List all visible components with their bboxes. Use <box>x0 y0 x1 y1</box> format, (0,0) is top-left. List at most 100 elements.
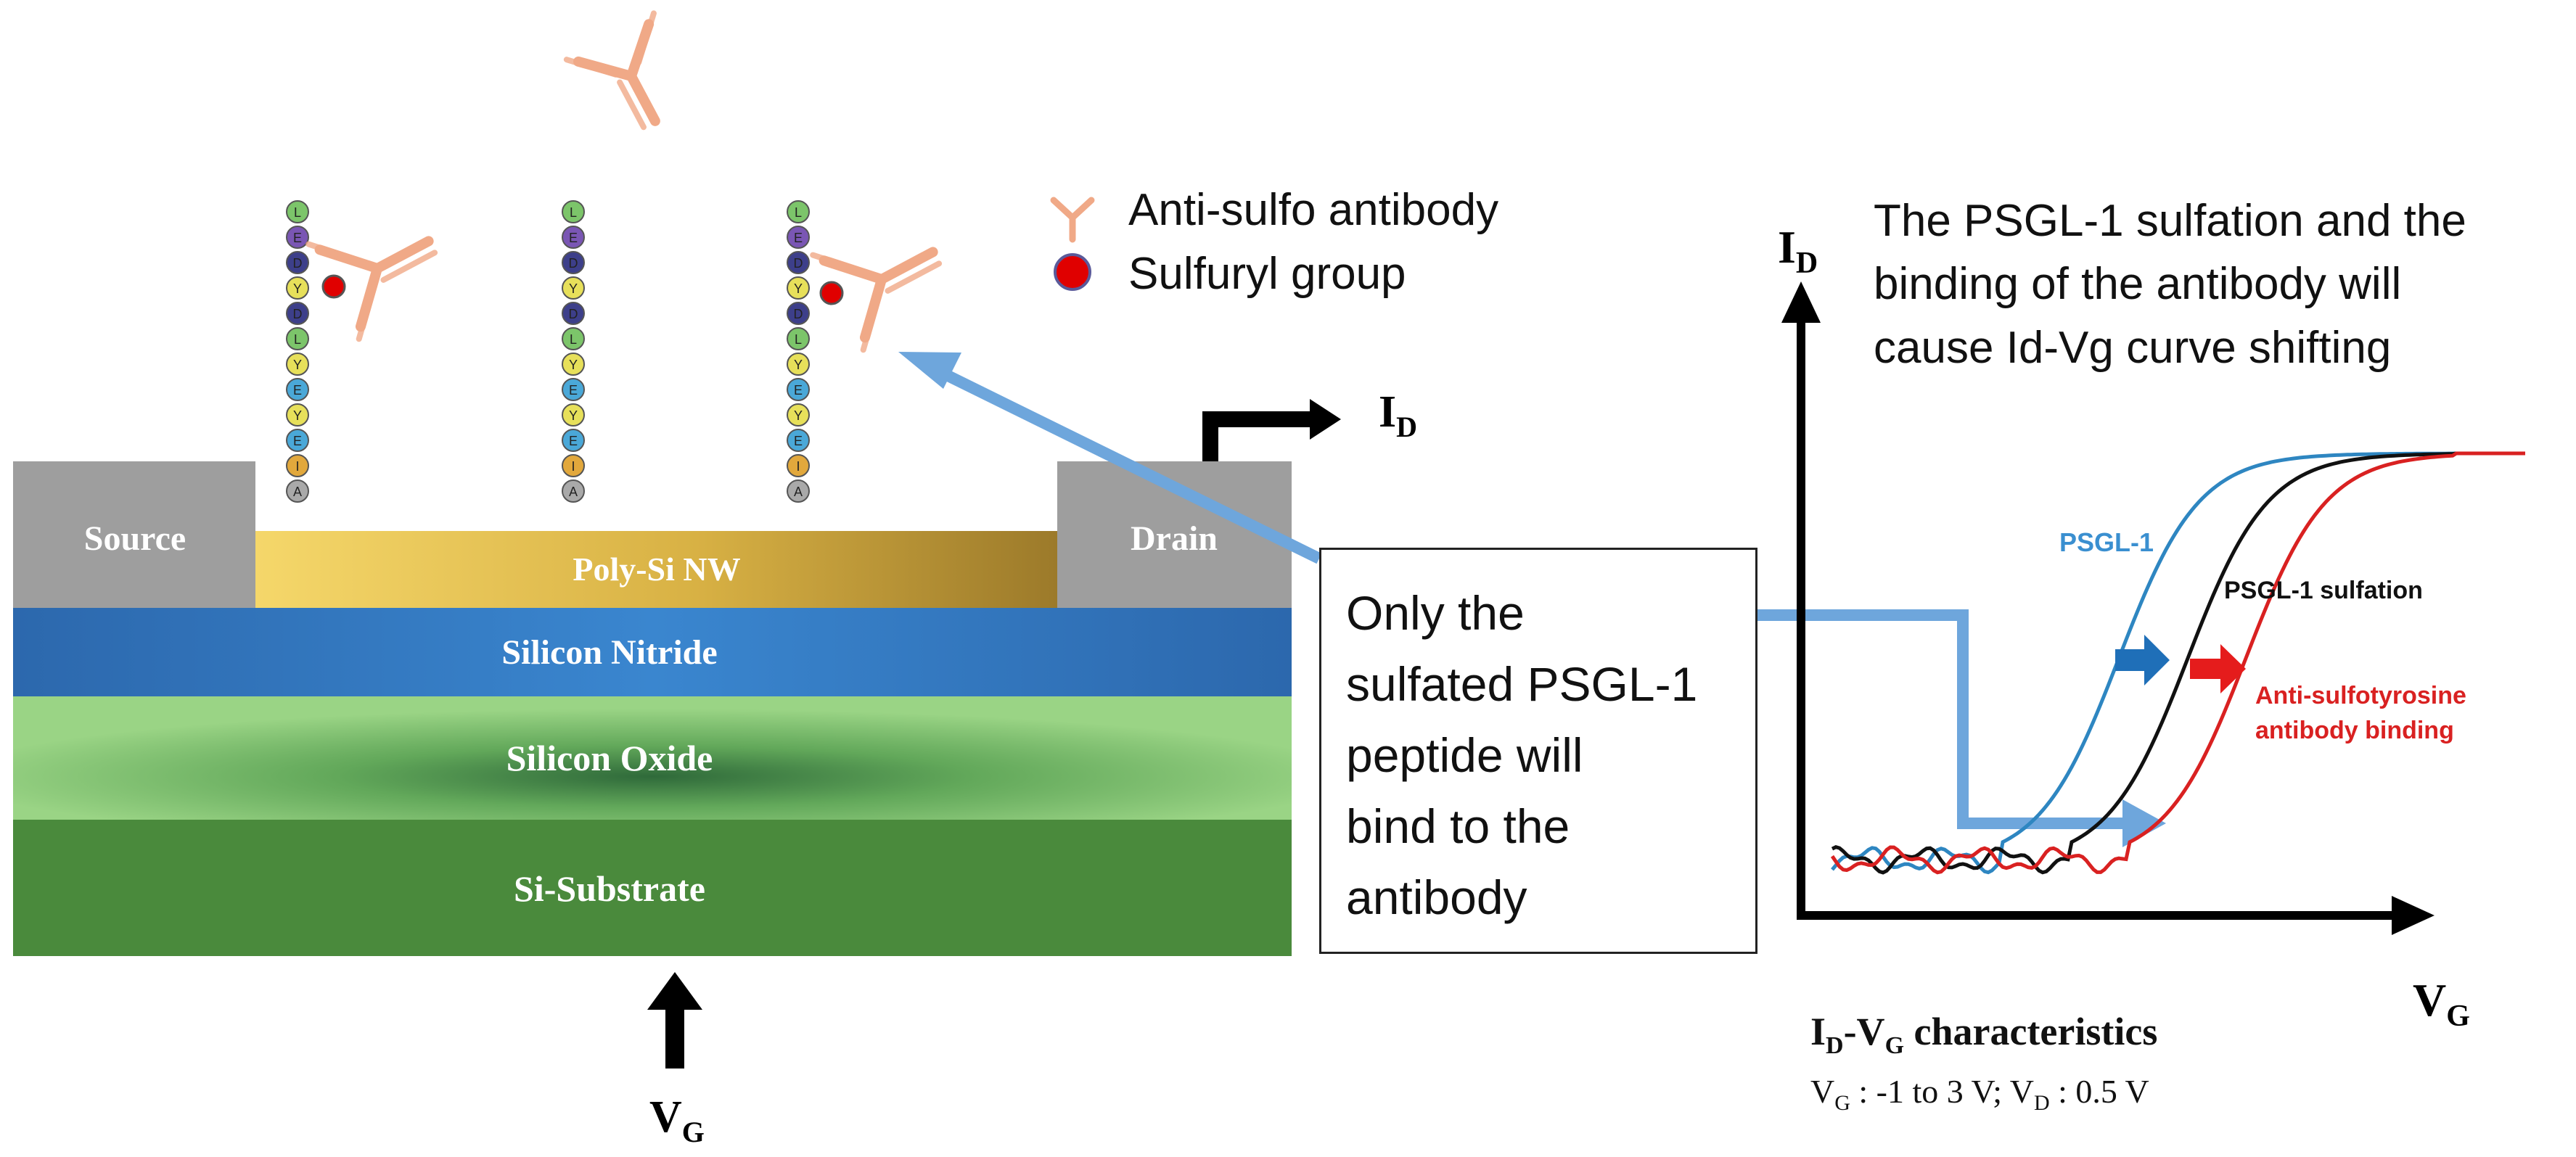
peptide-residue-label: E <box>569 434 578 448</box>
peptide-bead <box>562 429 585 452</box>
peptide-residue-label: E <box>794 383 803 398</box>
drain-current-arrowhead <box>1310 399 1341 440</box>
sulfuryl-dot-1 <box>321 274 346 299</box>
peptide-residue-label: L <box>795 205 802 220</box>
series-label-antibody-line2: antibody binding <box>2255 717 2454 744</box>
legend-sulfuryl-icon <box>1054 253 1091 291</box>
peptide-bead <box>787 276 810 300</box>
iv-curve-0 <box>1831 451 2525 875</box>
peptide-residue-label: D <box>293 307 303 321</box>
peptide-bead <box>562 327 585 350</box>
note-line: sulfated PSGL-1 <box>1346 657 1698 711</box>
peptide-bead <box>286 226 309 249</box>
peptide-residue-label: L <box>570 332 577 347</box>
caption-line-1: The PSGL-1 sulfation and the <box>1874 196 2466 246</box>
si-substrate-label: Si-Substrate <box>514 868 705 909</box>
legend-antibody-label: Anti-sulfo antibody <box>1128 185 1498 235</box>
peptide-bead <box>787 378 810 401</box>
sulfuryl-dot-2 <box>819 281 844 305</box>
peptide-residue-label: E <box>293 231 302 245</box>
peptide-bead <box>787 403 810 427</box>
drain-label: Drain <box>1131 519 1218 558</box>
source-label: Source <box>84 519 186 558</box>
note-line: bind to the <box>1346 799 1570 853</box>
peptide-residue-label: Y <box>794 281 803 296</box>
peptide-residue-label: Y <box>794 358 803 372</box>
peptide-residue-label: D <box>569 256 578 271</box>
gate-voltage-arrow-shaft <box>665 1005 684 1069</box>
peptide-bead <box>787 251 810 274</box>
peptide-residue-label: A <box>794 485 803 499</box>
iv-curve-2 <box>1830 451 2525 875</box>
note-box: Only the sulfated PSGL-1 peptide will bi… <box>1319 548 1757 954</box>
peptide-bead <box>562 226 585 249</box>
source-electrode <box>13 461 255 608</box>
note-line: peptide will <box>1346 728 1583 782</box>
peptide-bead <box>787 479 810 503</box>
peptide-residue-label: L <box>294 332 301 347</box>
peptide-residue-label: Y <box>569 358 578 372</box>
peptide-residue-label: E <box>794 231 803 245</box>
shift-arrow-red <box>2190 644 2246 693</box>
peptide-bead <box>286 302 309 325</box>
connector-arrow <box>1757 609 2130 829</box>
peptide-residue-label: D <box>569 307 578 321</box>
peptide-bead <box>286 251 309 274</box>
caption-line-3: cause Id-Vg curve shifting <box>1874 323 2391 373</box>
peptide-residue-label: E <box>293 434 302 448</box>
series-label-sulfation: PSGL-1 sulfation <box>2224 577 2423 604</box>
peptide-bead <box>787 302 810 325</box>
caption-line-2: binding of the antibody will <box>1874 259 2401 309</box>
peptide-residue-label: Y <box>569 281 578 296</box>
peptide-residue-label: D <box>794 307 803 321</box>
peptide-bead <box>787 327 810 350</box>
peptide-residue-label: A <box>293 485 302 499</box>
peptide-residue-label: E <box>569 231 578 245</box>
peptide-bead <box>562 454 585 477</box>
note-line: antibody <box>1346 870 1527 924</box>
peptide-bead <box>562 302 585 325</box>
chart-title: ID-VG characteristics <box>1810 1010 2157 1059</box>
drain-current-label: ID <box>1379 387 1417 443</box>
peptide-bead <box>562 251 585 274</box>
peptide-bead <box>562 200 585 223</box>
chart-conditions: VG : -1 to 3 V; VD : 0.5 V <box>1810 1073 2149 1115</box>
peptide-bead <box>286 429 309 452</box>
peptide-bead <box>787 226 810 249</box>
series-label-antibody-line1: Anti-sulfotyrosine <box>2255 682 2466 709</box>
peptide-residue-label: E <box>794 434 803 448</box>
peptide-residue-label: E <box>293 383 302 398</box>
peptide-residue-label: Y <box>293 358 302 372</box>
peptide-residue-label: Y <box>293 408 302 423</box>
peptide-bead <box>286 276 309 300</box>
poly-si-nanowire <box>255 531 1057 608</box>
peptide-bead <box>286 403 309 427</box>
silicon-nitride-label: Silicon Nitride <box>501 633 717 672</box>
peptide-bead <box>286 327 309 350</box>
silicon-oxide-layer <box>13 696 1292 820</box>
peptide-bead <box>286 454 309 477</box>
peptide-bead <box>286 200 309 223</box>
antibody-bound-2 <box>810 247 943 353</box>
peptide-bead <box>562 276 585 300</box>
peptide-residue-label: L <box>570 205 577 220</box>
peptide-residue-label: D <box>794 256 803 271</box>
peptide-bead <box>787 454 810 477</box>
peptide-bead <box>562 378 585 401</box>
x-axis-label: VG <box>2413 974 2470 1033</box>
peptide-residue-label: Y <box>569 408 578 423</box>
silicon-oxide-label: Silicon Oxide <box>506 738 713 778</box>
peptide-bead <box>562 353 585 376</box>
peptide-residue-label: E <box>569 383 578 398</box>
pointer-arrow-shaft <box>926 361 1322 564</box>
peptide-residue-label: L <box>795 332 802 347</box>
connector-arrowhead <box>2122 799 2166 847</box>
antibody-floating <box>563 10 660 131</box>
peptide-residue-label: A <box>569 485 578 499</box>
pointer-arrowhead <box>898 352 961 389</box>
si-substrate-layer <box>13 820 1292 956</box>
peptide-bead <box>562 479 585 503</box>
